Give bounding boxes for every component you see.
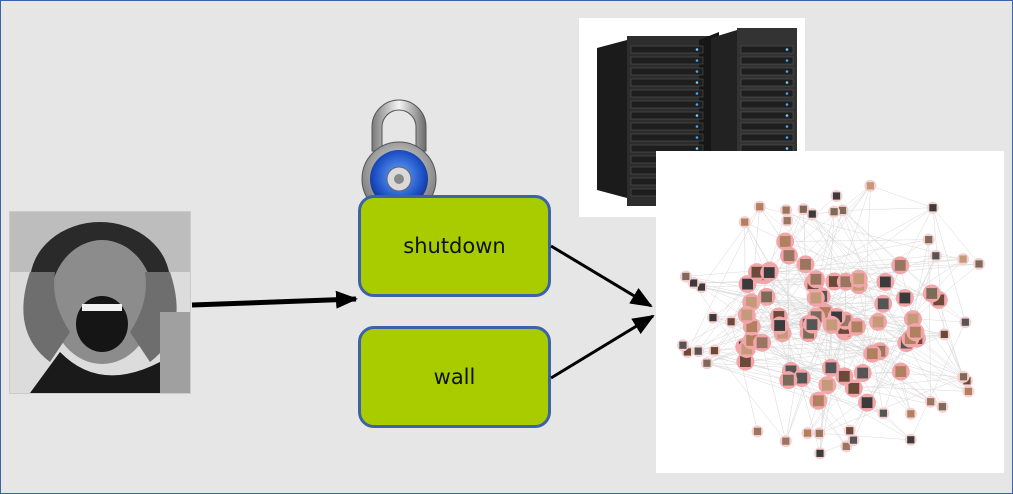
network-node [781,214,794,227]
network-node [809,391,828,410]
network-node [802,315,821,334]
network-node [770,316,789,335]
network-node [776,232,795,251]
network-node [737,305,756,324]
network-node [973,257,986,270]
network-node [849,269,868,288]
network-node [821,358,840,377]
network-node [679,270,692,283]
network-node [864,179,877,192]
shutdown-label: shutdown [403,234,506,258]
network-node [891,362,910,381]
network-node [818,376,837,395]
network-node [957,370,970,383]
network-node [906,323,925,342]
shouting-person-photo [9,211,191,394]
wall-label: wall [433,365,476,389]
network-node [904,407,917,420]
network-node [753,333,772,352]
network-node [957,253,970,266]
network-node [895,288,914,307]
network-node [876,272,895,291]
network-node [904,433,917,446]
network-node [858,393,877,412]
network-node [936,400,949,413]
network-node [926,201,939,214]
network-node [877,407,890,420]
arrow-wall-to-network [550,314,655,380]
shutdown-command-box: shutdown [358,195,551,297]
network-node [738,216,751,229]
network-node [891,256,910,275]
network-node [922,233,935,246]
network-node [853,364,872,383]
network-node [813,427,826,440]
network-node [779,435,792,448]
network-node [806,288,825,307]
social-network-graph [656,151,1004,473]
network-node [757,287,776,306]
network-node [962,385,975,398]
network-node [828,205,841,218]
network-node [822,315,841,334]
network-node [780,204,793,217]
network-node [806,208,819,221]
network-node [706,311,719,324]
arrow-person-to-shutdown [191,290,358,309]
network-node [796,255,815,274]
network-node [760,263,779,282]
network-node [922,284,941,303]
network-node [869,312,888,331]
network-node [806,270,825,289]
network-node [801,427,814,440]
network-node [797,203,810,216]
arrow-shutdown-to-network [550,244,653,308]
network-node [847,434,860,447]
network-node [929,249,942,262]
network-node [779,246,798,265]
network-node [753,200,766,213]
network-node [924,395,937,408]
network-node [751,425,764,438]
network-node [700,357,713,370]
network-node [708,344,721,357]
network-node [813,447,826,460]
network-node [725,315,738,328]
network-node [692,345,705,358]
wall-command-box: wall [358,326,551,428]
network-node [959,316,972,329]
network-node [874,294,893,313]
network-node [938,328,951,341]
network-node [676,339,689,352]
network-node [835,367,854,386]
network-node [779,371,798,390]
network-node [847,317,866,336]
network-node [830,189,843,202]
network-node [792,369,811,388]
network-node [843,424,856,437]
network-node [844,379,863,398]
network-node [863,344,882,363]
